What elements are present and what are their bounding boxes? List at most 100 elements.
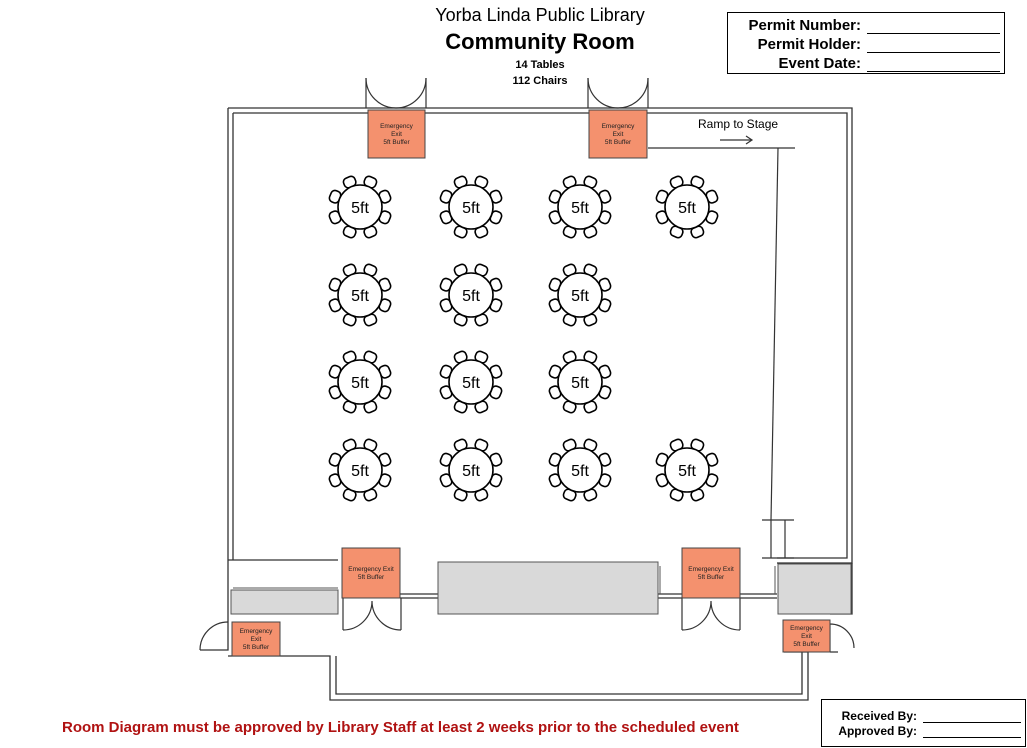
- received-by-row: Received By:: [826, 708, 1021, 723]
- exit-buffer-text: 5ft Buffer: [243, 644, 270, 651]
- table-size-label: 5ft: [351, 288, 369, 305]
- exit-buffer-text: Emergency: [380, 123, 414, 130]
- exit-buffer-text: 5ft Buffer: [605, 139, 632, 146]
- table-size-label: 5ft: [571, 200, 589, 217]
- table-size-label: 5ft: [678, 463, 696, 480]
- table-top: [664, 184, 710, 230]
- inner-wall: [232, 112, 848, 560]
- exit-buffer-text: Exit: [251, 636, 262, 643]
- tables-count: 14 Tables: [515, 59, 565, 71]
- table-size-label: 5ft: [351, 200, 369, 217]
- table-size-label: 5ft: [462, 200, 480, 217]
- table-size-label: 5ft: [351, 375, 369, 392]
- round-table: 5ft: [439, 438, 503, 502]
- table-size-label: 5ft: [462, 463, 480, 480]
- table-size-label: 5ft: [571, 288, 589, 305]
- footer-note: Room Diagram must be approved by Library…: [62, 719, 739, 736]
- lobby-door-west: [199, 621, 229, 651]
- event-date-row: Event Date:: [732, 53, 1000, 72]
- table-top: [557, 447, 603, 493]
- approval-box: Received By: Approved By:: [821, 699, 1026, 747]
- permit-box: Permit Number: Permit Holder: Event Date…: [727, 12, 1005, 74]
- table-top: [337, 359, 383, 405]
- header: Yorba Linda Public Library Community Roo…: [340, 4, 740, 88]
- table-top: [448, 447, 494, 493]
- round-table: 5ft: [439, 175, 503, 239]
- room-title: Community Room: [445, 29, 635, 54]
- permit-holder-label: Permit Holder:: [757, 36, 862, 53]
- table-top: [337, 184, 383, 230]
- table-top: [557, 359, 603, 405]
- exit-buffer-text: Exit: [613, 131, 624, 138]
- south-wall-outer: [228, 559, 777, 599]
- round-table: 5ft: [548, 263, 612, 327]
- exit-buffer-text: 5ft Buffer: [793, 641, 820, 648]
- round-table: 5ft: [548, 175, 612, 239]
- round-table: 5ft: [655, 438, 719, 502]
- exit-buffer-text: Emergency: [240, 628, 274, 635]
- library-name: Yorba Linda Public Library: [435, 5, 645, 25]
- permit-number-row: Permit Number:: [732, 15, 1000, 34]
- approved-by-field[interactable]: [923, 726, 1021, 738]
- exit-buffer-text: Emergency Exit: [688, 566, 734, 573]
- event-date-label: Event Date:: [778, 55, 862, 72]
- received-by-label: Received By:: [841, 709, 917, 723]
- round-table: 5ft: [548, 350, 612, 414]
- table-top: [557, 184, 603, 230]
- outer-wall: [227, 107, 853, 625]
- table-top: [337, 447, 383, 493]
- doors: [199, 77, 855, 652]
- north-door-east: [587, 77, 649, 109]
- exit-buffer-text: Emergency: [790, 625, 824, 632]
- west-counter: [230, 589, 339, 615]
- tables: 5ft 5ft 5ft 5ft 5ft 5ft 5ft 5ft 5ft 5ft 5ft 5ft 5ft 5…: [328, 175, 719, 502]
- lobby-door-east: [829, 623, 855, 652]
- round-table: 5ft: [655, 175, 719, 239]
- permit-holder-field[interactable]: [867, 38, 1000, 53]
- table-top: [664, 447, 710, 493]
- table-size-label: 5ft: [571, 375, 589, 392]
- permit-number-label: Permit Number:: [748, 17, 862, 34]
- room-walls: [200, 107, 853, 701]
- table-size-label: 5ft: [678, 200, 696, 217]
- north-door-west: [365, 77, 427, 109]
- permit-number-field[interactable]: [867, 19, 1000, 34]
- round-table: 5ft: [439, 350, 503, 414]
- exit-buffer-text: Emergency Exit: [348, 566, 394, 573]
- ramp: [648, 135, 795, 559]
- round-table: 5ft: [328, 263, 392, 327]
- table-size-label: 5ft: [351, 463, 369, 480]
- table-top: [337, 272, 383, 318]
- ramp-arrow: [720, 135, 754, 145]
- lobby-wall-inner: [335, 652, 803, 695]
- round-table: 5ft: [328, 350, 392, 414]
- chairs-count: 112 Chairs: [512, 75, 568, 87]
- exit-buffer-text: Emergency: [602, 123, 636, 130]
- table-top: [448, 184, 494, 230]
- center-counter: [437, 561, 659, 615]
- table-size-label: 5ft: [462, 288, 480, 305]
- south-door-west: [342, 598, 402, 631]
- event-date-field[interactable]: [867, 57, 1000, 72]
- table-top: [557, 272, 603, 318]
- lobby-wall: [200, 625, 809, 701]
- table-size-label: 5ft: [462, 375, 480, 392]
- exit-buffer-text: Exit: [801, 633, 812, 640]
- permit-holder-row: Permit Holder:: [732, 34, 1000, 53]
- received-by-field[interactable]: [923, 711, 1021, 723]
- round-table: 5ft: [439, 263, 503, 327]
- exit-buffer-text: Exit: [391, 131, 402, 138]
- round-table: 5ft: [328, 175, 392, 239]
- exit-buffer-text: 5ft Buffer: [383, 139, 410, 146]
- table-top: [448, 272, 494, 318]
- table-size-label: 5ft: [571, 463, 589, 480]
- east-storage: [777, 563, 852, 615]
- round-table: 5ft: [548, 438, 612, 502]
